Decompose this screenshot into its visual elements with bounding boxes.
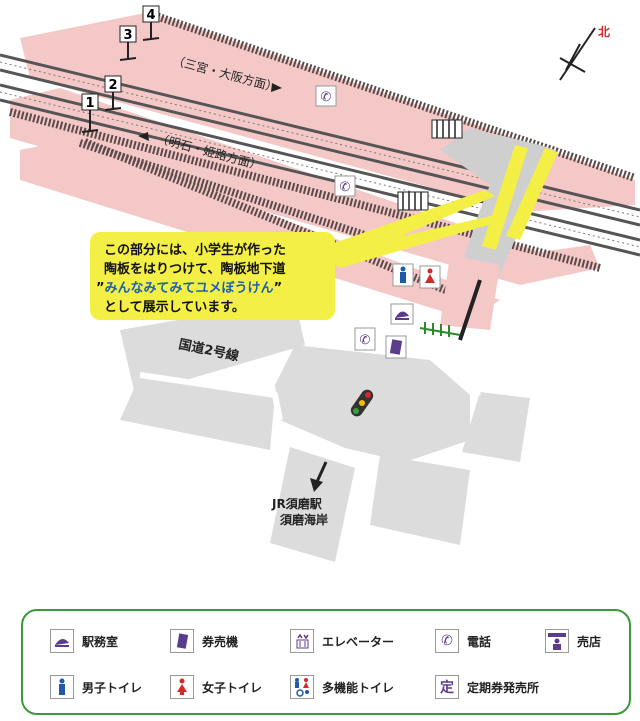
- callout-quote-close: ”: [274, 281, 283, 296]
- ceramic-tile-corridor: [482, 145, 558, 250]
- north-label: 北: [598, 24, 610, 39]
- platform-sign-3: 3: [119, 25, 137, 61]
- svg-text:✆: ✆: [360, 333, 371, 348]
- legend-item: 駅務室: [50, 629, 118, 653]
- legend-item: エレベーター: [290, 629, 394, 653]
- phone-icon: ✆: [435, 629, 459, 653]
- arrow-left-icon: [138, 132, 149, 141]
- station-office-icon: [50, 629, 74, 653]
- platform-sign-4: 4: [142, 5, 160, 41]
- shop-icon: [545, 629, 569, 653]
- exit-label-beach: 須磨海岸: [279, 512, 328, 527]
- legend-item: 男子トイレ: [50, 675, 142, 699]
- callout-line1: この部分には、小学生が作った: [104, 242, 286, 258]
- platform-sign-2: 2: [104, 75, 122, 111]
- svg-text:1: 1: [85, 96, 94, 111]
- womens-toilet-icon: [170, 675, 194, 699]
- ticket-gates: [419, 322, 461, 337]
- block-southeast: [370, 455, 470, 545]
- legend-item: 券売機: [170, 629, 238, 653]
- legend-item: 売店: [545, 629, 601, 653]
- svg-text:✆: ✆: [321, 90, 332, 105]
- legend: 駅務室 券売機 エレベーター ✆ 電話 売店 男子トイレ 女子トイレ 多機能トイ…: [21, 609, 631, 715]
- svg-text:”みんなみてみてユメぼうけん”: ”みんなみてみてユメぼうけん”: [96, 281, 282, 296]
- legend-item: 女子トイレ: [170, 675, 262, 699]
- accessible-toilet-icon: [290, 675, 314, 699]
- legend-item: 定 定期券発売所: [435, 675, 539, 699]
- north-compass: 北: [559, 24, 610, 81]
- callout-line2: 陶板をはりつけて、陶板地下道: [104, 261, 285, 277]
- road-area: [120, 300, 530, 562]
- toilet-area: [440, 255, 500, 330]
- station-office-icon: [390, 303, 414, 325]
- elevator-icon: [290, 629, 314, 653]
- callout-line4: として展示しています。: [104, 300, 245, 315]
- phone-icon: ✆: [354, 327, 376, 351]
- platform-sign-1: 1: [81, 93, 99, 133]
- womens-toilet-icon: [419, 265, 441, 289]
- callout-box: この部分には、小学生が作った 陶板をはりつけて、陶板地下道 ”みんなみてみてユメ…: [90, 232, 335, 320]
- svg-text:3: 3: [123, 28, 132, 43]
- intersection: [275, 345, 470, 462]
- platform-lower-2: [20, 140, 500, 320]
- exit-arrow-icon: [310, 461, 328, 492]
- traffic-light-icon: [350, 389, 374, 417]
- mens-toilet-icon: [50, 675, 74, 699]
- callout-highlight: みんなみてみてユメぼうけん: [105, 281, 274, 296]
- svg-text:4: 4: [146, 8, 155, 23]
- callout-leader: [320, 190, 505, 268]
- ticket-machine-icon: [385, 335, 407, 359]
- road-west: [120, 375, 275, 450]
- road-south: [270, 447, 355, 562]
- svg-text:2: 2: [108, 78, 117, 93]
- svg-text:✆: ✆: [340, 180, 351, 195]
- arrow-right-icon: [271, 83, 282, 92]
- mens-toilet-icon: [392, 263, 414, 287]
- road-east: [462, 392, 530, 462]
- ticket-machine-icon: [170, 629, 194, 653]
- stairs: [397, 119, 463, 211]
- commuter-pass-icon: 定: [435, 675, 459, 699]
- legend-item: 多機能トイレ: [290, 675, 394, 699]
- phone-icon: ✆: [334, 175, 356, 197]
- callout-quote-open: ”: [96, 281, 105, 296]
- national-road-2: [120, 300, 305, 395]
- phone-icon: ✆: [315, 85, 337, 107]
- legend-item: ✆ 電話: [435, 629, 491, 653]
- station-map: この部分には、小学生が作った 陶板をはりつけて、陶板地下道 ”みんなみてみてユメ…: [0, 5, 640, 562]
- platform-signs: 1 2 3 4: [81, 5, 160, 133]
- exit-label-station: JR須磨駅: [271, 496, 323, 511]
